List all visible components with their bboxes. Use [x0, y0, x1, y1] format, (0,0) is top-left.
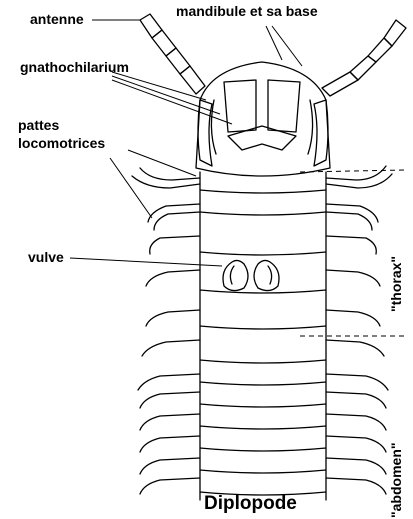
label-gnathochilarium: gnathochilarium	[20, 60, 129, 75]
body-segments	[200, 190, 326, 495]
label-antenne: antenne	[30, 12, 84, 27]
diagram-title: Diplopode	[204, 494, 297, 514]
label-vulve: vulve	[28, 250, 64, 265]
left-legs	[132, 168, 200, 494]
label-pattes: pattes	[18, 118, 59, 133]
right-legs	[326, 166, 392, 494]
right-antenna	[322, 20, 406, 96]
mandibles	[198, 100, 328, 166]
gnathochilarium-plates	[211, 80, 312, 154]
left-antenna	[140, 14, 205, 94]
label-thorax: "thorax"	[388, 256, 404, 312]
label-abdomen: "abdomen"	[388, 442, 404, 518]
vulvae	[223, 260, 279, 290]
label-mandibule: mandibule et sa base	[176, 4, 318, 19]
label-locomotrices: locomotrices	[18, 136, 105, 151]
head-capsule	[196, 62, 330, 176]
